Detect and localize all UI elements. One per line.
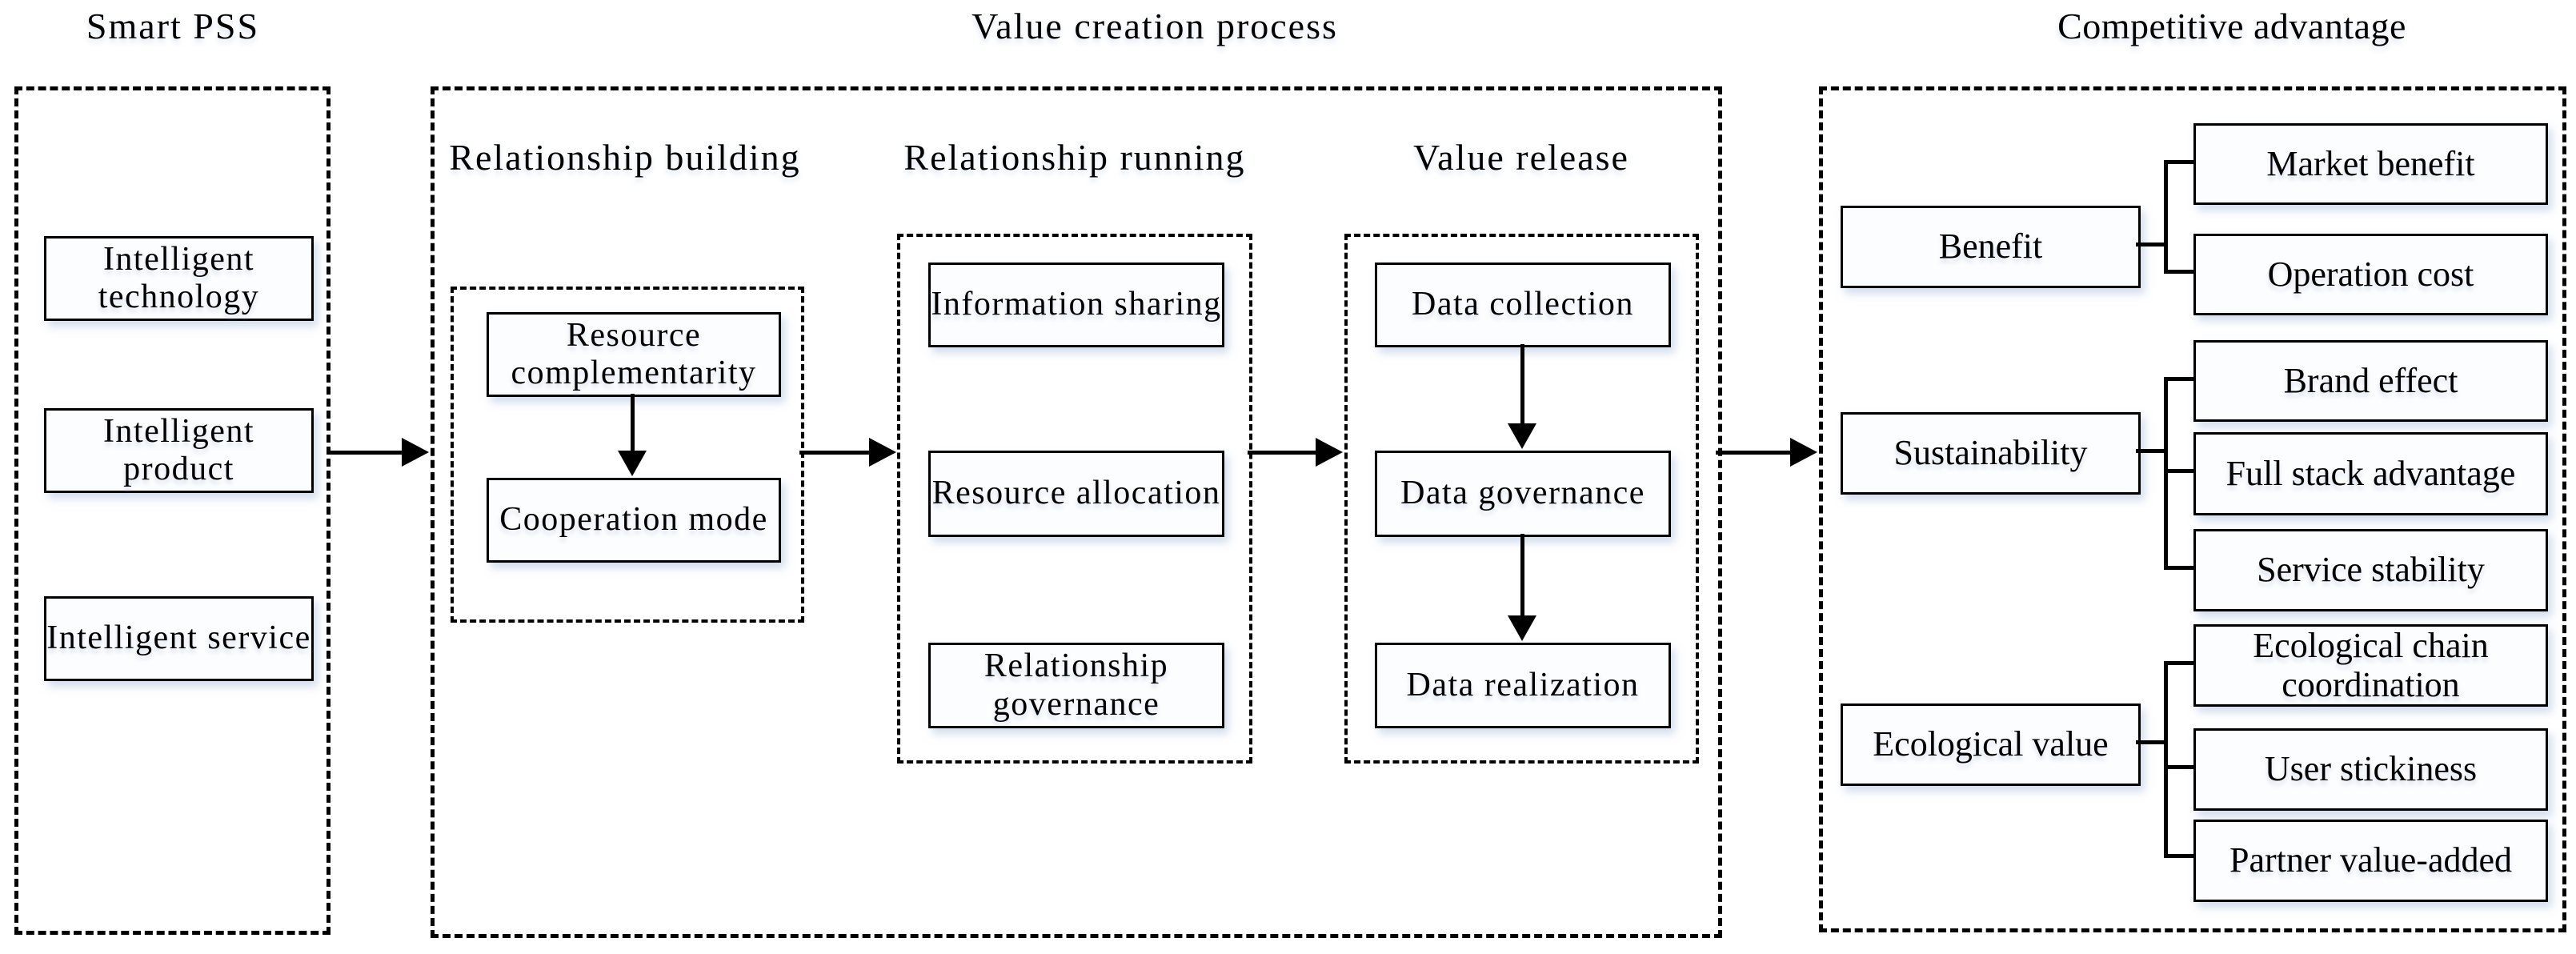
arrow-governance-to-realization — [1506, 534, 1538, 641]
brand-effect-box: Brand effect — [2193, 340, 2548, 422]
intelligent-technology-label: Intelligent technology — [98, 240, 260, 315]
value-creation-title: Value creation process — [972, 6, 1338, 46]
market-benefit-label: Market benefit — [2266, 143, 2475, 183]
ecological-stub-partner — [2164, 854, 2193, 858]
value-release-heading: Value release — [1413, 137, 1629, 178]
resource-allocation-box: Resource allocation — [928, 451, 1224, 537]
cooperation-mode-label: Cooperation mode — [499, 501, 768, 539]
benefit-parent-connector — [2136, 243, 2165, 247]
information-sharing-box: Information sharing — [928, 263, 1224, 347]
ecological-chain-coordination-box: Ecological chain coordination — [2193, 624, 2548, 707]
intelligent-service-box: Intelligent service — [44, 596, 314, 681]
benefit-spine — [2164, 160, 2168, 274]
partner-value-added-label: Partner value-added — [2229, 840, 2513, 880]
information-sharing-label: Information sharing — [931, 286, 1222, 323]
cooperation-mode-box: Cooperation mode — [487, 478, 781, 563]
intelligent-product-label: Intelligent product — [102, 412, 255, 487]
ecological-chain-coordination-label: Ecological chain coordination — [2253, 626, 2489, 704]
relationship-governance-label: Relationship governance — [984, 647, 1169, 723]
full-stack-advantage-label: Full stack advantage — [2225, 453, 2516, 493]
smart-pss-title: Smart PSS — [86, 6, 260, 46]
ecological-stub-stickiness — [2164, 765, 2193, 769]
value-creation-panel — [431, 86, 1722, 938]
relationship-running-heading: Relationship running — [903, 137, 1246, 178]
data-governance-box: Data governance — [1375, 451, 1671, 537]
arrow-shaft — [630, 394, 635, 452]
relationship-building-heading: Relationship building — [449, 137, 801, 178]
data-realization-label: Data realization — [1406, 666, 1640, 703]
arrow-shaft — [1716, 450, 1792, 455]
ecological-spine — [2164, 661, 2168, 858]
arrow-shaft — [1520, 534, 1524, 617]
relationship-building-group — [451, 287, 804, 623]
full-stack-advantage-box: Full stack advantage — [2193, 432, 2548, 515]
sustainability-box: Sustainability — [1841, 412, 2141, 495]
ecological-value-label: Ecological value — [1873, 724, 2109, 764]
ecological-value-box: Ecological value — [1841, 703, 2141, 786]
intelligent-product-box: Intelligent product — [44, 408, 314, 493]
benefit-stub-operation — [2164, 270, 2193, 274]
arrow-shaft — [1520, 344, 1524, 425]
data-collection-label: Data collection — [1412, 286, 1634, 323]
arrow-shaft — [327, 450, 403, 455]
value-release-group — [1344, 234, 1699, 764]
benefit-box: Benefit — [1841, 206, 2141, 288]
intelligent-service-label: Intelligent service — [46, 619, 311, 657]
market-benefit-box: Market benefit — [2193, 123, 2548, 205]
sustainability-stub-fullstack — [2164, 469, 2193, 473]
sustainability-stub-brand — [2164, 377, 2193, 381]
arrow-head — [618, 451, 647, 476]
arrow-resource-to-cooperation — [616, 394, 648, 476]
sustainability-spine — [2164, 377, 2168, 570]
relationship-governance-box: Relationship governance — [928, 643, 1224, 728]
competitive-advantage-panel — [1819, 86, 2566, 932]
arrow-smartpss-to-valuecreation — [327, 436, 429, 468]
brand-effect-label: Brand effect — [2283, 360, 2458, 400]
resource-allocation-label: Resource allocation — [931, 475, 1221, 512]
arrow-shaft — [799, 450, 871, 455]
user-stickiness-box: User stickiness — [2193, 728, 2548, 811]
arrow-collection-to-governance — [1506, 344, 1538, 449]
benefit-stub-market — [2164, 160, 2193, 164]
competitive-advantage-title: Competitive advantage — [2057, 6, 2406, 46]
arrow-head — [869, 438, 896, 467]
partner-value-added-box: Partner value-added — [2193, 820, 2548, 902]
operation-cost-box: Operation cost — [2193, 234, 2548, 315]
arrow-shaft — [1248, 450, 1317, 455]
ecological-stub-chain — [2164, 661, 2193, 665]
sustainability-parent-connector — [2136, 449, 2165, 453]
user-stickiness-label: User stickiness — [2264, 749, 2478, 789]
arrow-head — [1790, 438, 1817, 467]
relationship-running-group — [897, 234, 1252, 764]
data-realization-box: Data realization — [1375, 643, 1671, 728]
sustainability-label: Sustainability — [1893, 433, 2088, 473]
intelligent-technology-box: Intelligent technology — [44, 236, 314, 321]
arrow-building-to-running — [799, 436, 896, 468]
ecological-parent-connector — [2136, 740, 2165, 744]
sustainability-stub-service — [2164, 566, 2193, 570]
resource-complementarity-label: Resource complementarity — [511, 316, 757, 391]
resource-complementarity-box: Resource complementarity — [487, 312, 781, 397]
arrow-head — [402, 438, 429, 467]
smart-pss-panel — [14, 86, 331, 935]
service-stability-label: Service stability — [2257, 550, 2485, 590]
arrow-valuecreation-to-advantage — [1716, 436, 1817, 468]
arrow-head — [1316, 438, 1343, 467]
operation-cost-label: Operation cost — [2267, 254, 2474, 294]
service-stability-box: Service stability — [2193, 529, 2548, 611]
benefit-label: Benefit — [1938, 226, 2043, 267]
arrow-running-to-release — [1248, 436, 1343, 468]
data-collection-box: Data collection — [1375, 263, 1671, 347]
data-governance-label: Data governance — [1400, 475, 1645, 512]
arrow-head — [1508, 423, 1536, 449]
arrow-head — [1508, 615, 1536, 641]
